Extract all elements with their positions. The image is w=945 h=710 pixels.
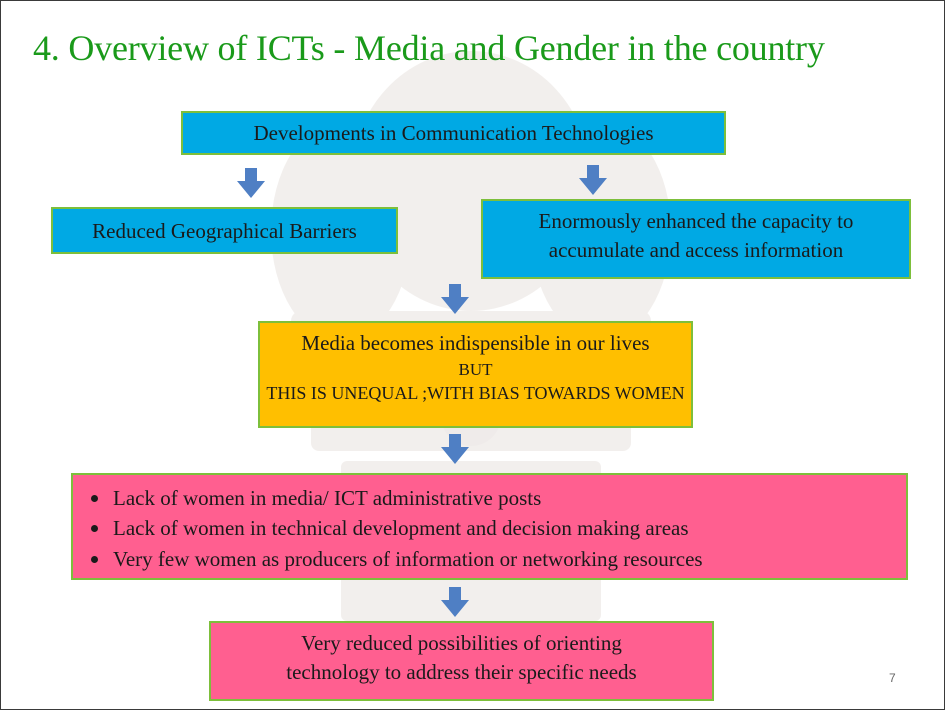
reduced-barriers-text: Reduced Geographical Barriers <box>92 219 357 243</box>
media-indispensable-line1: Media becomes indispensible in our lives <box>301 331 650 355</box>
down-arrow-icon <box>441 587 469 617</box>
media-indispensable-line3: THIS IS UNEQUAL ;WITH BIAS TOWARDS WOMEN <box>266 383 685 404</box>
lacks-box: Lack of women in media/ ICT administrati… <box>71 473 908 580</box>
list-item: Lack of women in technical development a… <box>87 513 896 543</box>
enhanced-capacity-line2: accumulate and access information <box>548 238 844 263</box>
developments-text: Developments in Communication Technologi… <box>253 121 654 145</box>
down-arrow-icon <box>237 168 265 198</box>
developments-box: Developments in Communication Technologi… <box>181 111 726 155</box>
list-item: Very few women as producers of informati… <box>87 544 896 574</box>
media-indispensable-box: Media becomes indispensible in our lives… <box>258 321 693 428</box>
reduced-possibilities-line2: technology to address their specific nee… <box>286 660 637 685</box>
reduced-possibilities-line1: Very reduced possibilities of orienting <box>301 631 622 655</box>
reduced-barriers-box: Reduced Geographical Barriers <box>51 207 398 254</box>
page-number: 7 <box>889 671 896 685</box>
down-arrow-icon <box>441 434 469 464</box>
media-indispensable-line2: BUT <box>458 359 493 379</box>
down-arrow-icon <box>579 165 607 195</box>
reduced-possibilities-box: Very reduced possibilities of orienting … <box>209 621 714 701</box>
slide-title: 4. Overview of ICTs - Media and Gender i… <box>33 28 825 68</box>
lacks-list: Lack of women in media/ ICT administrati… <box>87 483 896 574</box>
list-item: Lack of women in media/ ICT administrati… <box>87 483 896 513</box>
down-arrow-icon <box>441 284 469 314</box>
enhanced-capacity-line1: Enormously enhanced the capacity to <box>538 209 854 233</box>
enhanced-capacity-box: Enormously enhanced the capacity to accu… <box>481 199 911 279</box>
